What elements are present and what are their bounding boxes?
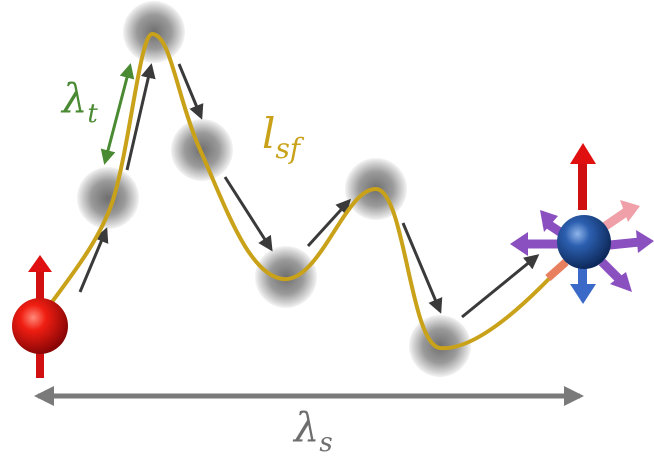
hop-arrow [78,227,109,293]
thermal-length-arrow [100,63,135,165]
hop-arrow [223,176,273,252]
hop-arrow [306,198,352,248]
hop-arrow [401,222,443,314]
randomized-spin-icon [510,143,654,304]
scatter-site [123,1,185,63]
scattering-sites [77,1,471,377]
hop-arrow [177,63,204,120]
scatter-site [255,246,317,308]
spin-diffusion-length-label: λs [292,405,333,457]
spin-flip-length-label: lsf [262,109,305,165]
scatter-site [77,167,139,229]
hop-arrow [461,254,540,319]
thermal-length-label: λt [60,76,98,129]
spin-up-electron-icon [12,255,68,378]
